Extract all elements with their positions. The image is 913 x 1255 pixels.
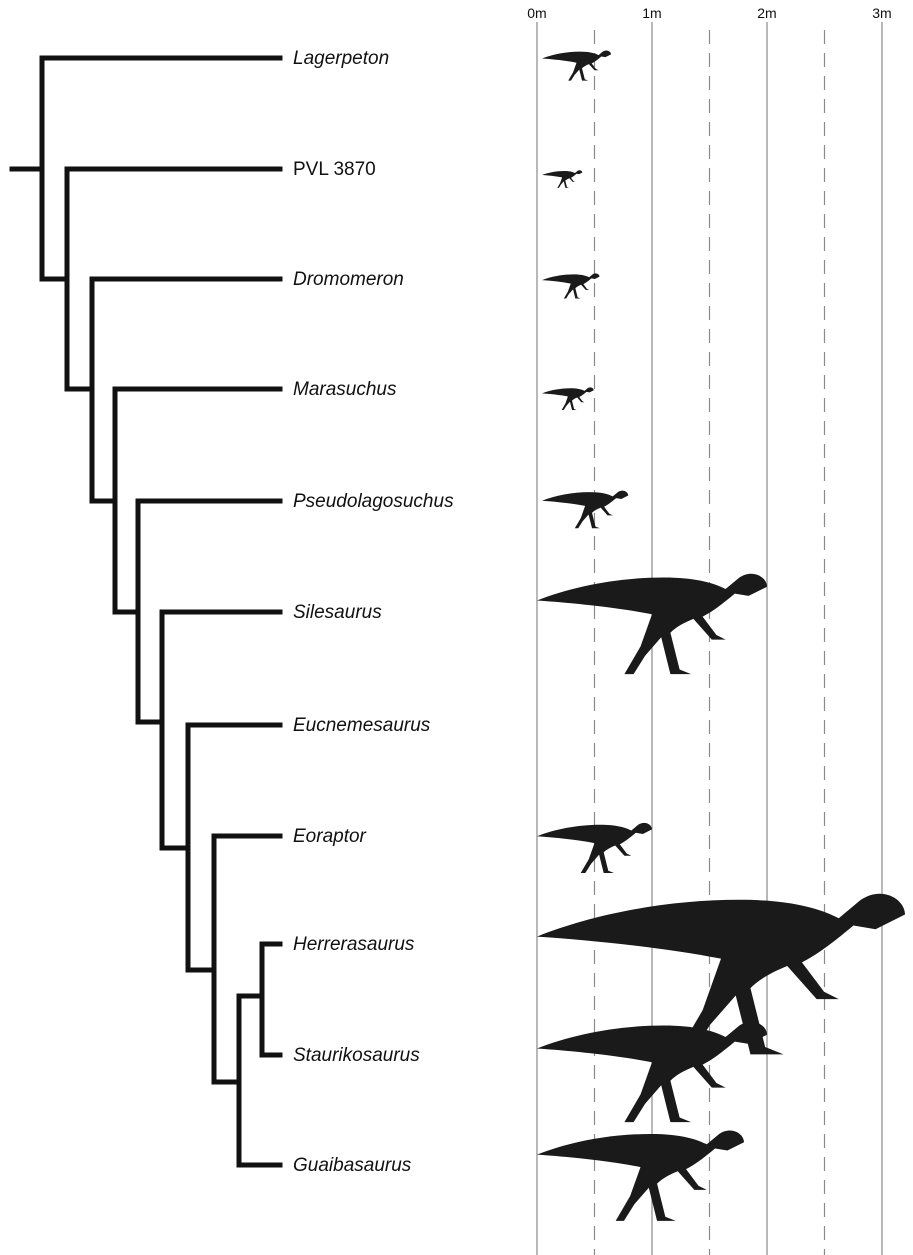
- cladogram-tree: [12, 58, 280, 1165]
- scale-label-1m: 1m: [642, 5, 661, 21]
- silhouette-herrerasaurus: [537, 894, 905, 1055]
- taxon-label-pvl3870: PVL 3870: [293, 159, 376, 180]
- silhouette-guaibasaurus: [537, 1131, 744, 1221]
- scale-label-3m: 3m: [872, 5, 891, 21]
- silhouette-dromomeron: [542, 273, 600, 298]
- scale-label-2m: 2m: [757, 5, 776, 21]
- taxon-label-lagerpeton: Lagerpeton: [293, 48, 389, 69]
- taxon-label-eucnemesaurus: Eucnemesaurus: [293, 715, 431, 736]
- taxon-label-pseudolagosuchus: Pseudolagosuchus: [293, 491, 454, 512]
- taxon-label-eoraptor: Eoraptor: [293, 826, 367, 847]
- scale-labels: 0m 1m 2m 3m: [527, 5, 891, 21]
- silhouettes: [537, 51, 905, 1221]
- taxon-label-staurikosaurus: Staurikosaurus: [293, 1045, 420, 1066]
- silhouette-pvl-3870: [542, 170, 582, 188]
- taxon-label-herrerasaurus: Herrerasaurus: [293, 934, 415, 955]
- taxon-label-marasuchus: Marasuchus: [293, 379, 397, 400]
- taxon-label-dromomeron: Dromomeron: [293, 269, 404, 290]
- silhouette-marasuchus: [542, 387, 594, 410]
- scale-label-0m: 0m: [527, 5, 546, 21]
- silhouette-pseudolagosuchus: [542, 491, 628, 529]
- taxon-labels: Lagerpeton PVL 3870 Dromomeron Marasuchu…: [293, 48, 454, 1176]
- taxon-label-guaibasaurus: Guaibasaurus: [293, 1155, 412, 1176]
- scale-grid: [537, 22, 882, 1255]
- silhouette-lagerpeton: [542, 51, 611, 81]
- taxon-label-silesaurus: Silesaurus: [293, 602, 382, 623]
